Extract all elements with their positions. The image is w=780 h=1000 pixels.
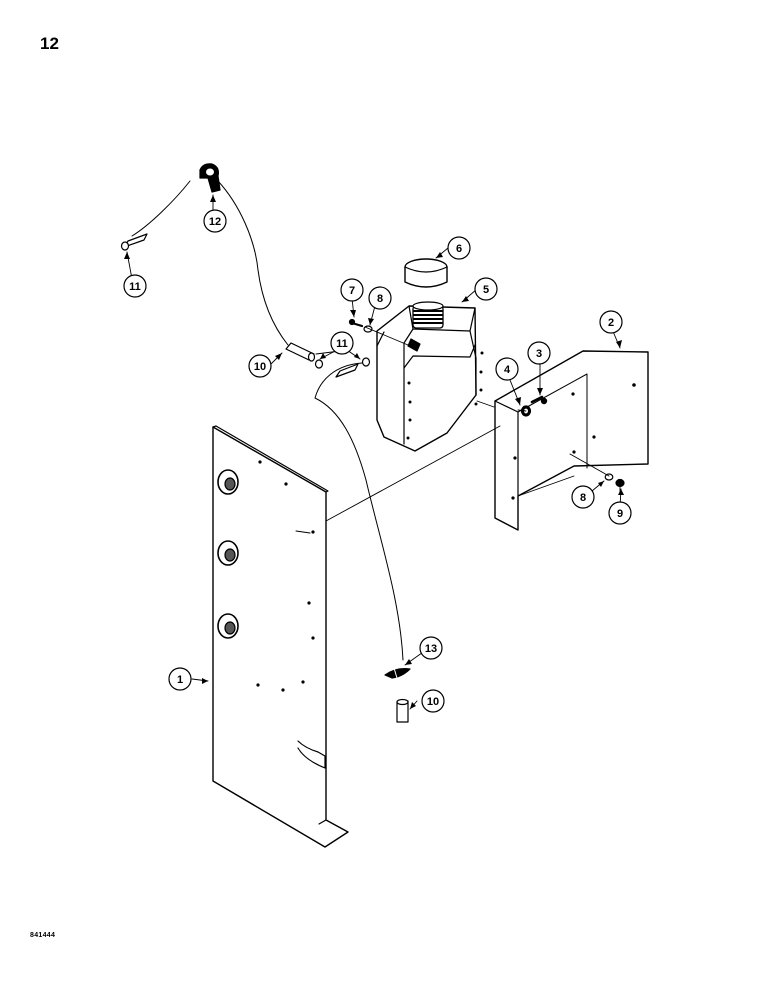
callout-10-lower: 10: [421, 689, 445, 713]
callout-11-left: 11: [123, 274, 147, 298]
bolt-3: [530, 395, 548, 405]
side-panel: [212, 425, 349, 848]
callout-label: 7: [349, 285, 355, 297]
callout-arrowheads: [124, 195, 624, 709]
callout-label: 10: [427, 696, 439, 708]
callout-10-upper: 10: [248, 354, 272, 378]
callout-label: 8: [377, 293, 383, 305]
hose-lines: [131, 180, 404, 661]
callout-label: 5: [483, 284, 489, 296]
callout-label: 6: [456, 243, 462, 255]
washer-8-lower: [604, 473, 614, 481]
callout-label: 2: [608, 317, 614, 329]
reservoir-tank: [376, 301, 484, 452]
callout-label: 10: [254, 361, 266, 373]
hose-clamp: [199, 163, 221, 193]
panel-grommet: [217, 613, 239, 639]
panel-grommet: [217, 540, 239, 566]
callout-7: 7: [340, 278, 364, 302]
mounting-bracket: [494, 350, 649, 531]
reservoir-cap: [404, 258, 448, 288]
callout-2: 2: [599, 310, 623, 334]
callout-label: 4: [504, 364, 511, 376]
callout-label: 8: [580, 492, 586, 504]
tank-outlet-fitting: [407, 338, 421, 352]
callout-label: 11: [336, 338, 348, 350]
screw-7: [348, 318, 364, 328]
page-number: 12: [40, 34, 59, 53]
tube-upper: [285, 342, 316, 362]
filler-neck: [412, 301, 444, 329]
callout-label: 12: [209, 216, 221, 228]
callout-8-top: 8: [368, 286, 392, 310]
tube-lower: [396, 698, 409, 723]
callout-3: 3: [527, 341, 551, 365]
tube-clip: [384, 667, 411, 679]
callout-13: 13: [419, 636, 443, 660]
callout-label: 11: [129, 281, 141, 293]
panel-grommet: [217, 469, 239, 495]
callout-label: 9: [617, 508, 623, 520]
callout-6: 6: [447, 236, 471, 260]
callout-12: 12: [203, 209, 227, 233]
tube-fitting-middle: [314, 357, 371, 378]
callout-label: 13: [425, 643, 437, 655]
tube-left: [120, 233, 148, 251]
callout-4: 4: [495, 357, 519, 381]
document-code: 841444: [30, 932, 56, 939]
callout-5: 5: [474, 277, 498, 301]
alignment-lines: [325, 326, 621, 522]
callout-8-lower: 8: [571, 485, 595, 509]
callout-11-middle: 11: [330, 331, 354, 355]
callout-9: 9: [608, 501, 632, 525]
callout-label: 3: [536, 348, 542, 360]
callout-label: 1: [177, 674, 183, 686]
callout-1: 1: [168, 667, 192, 691]
